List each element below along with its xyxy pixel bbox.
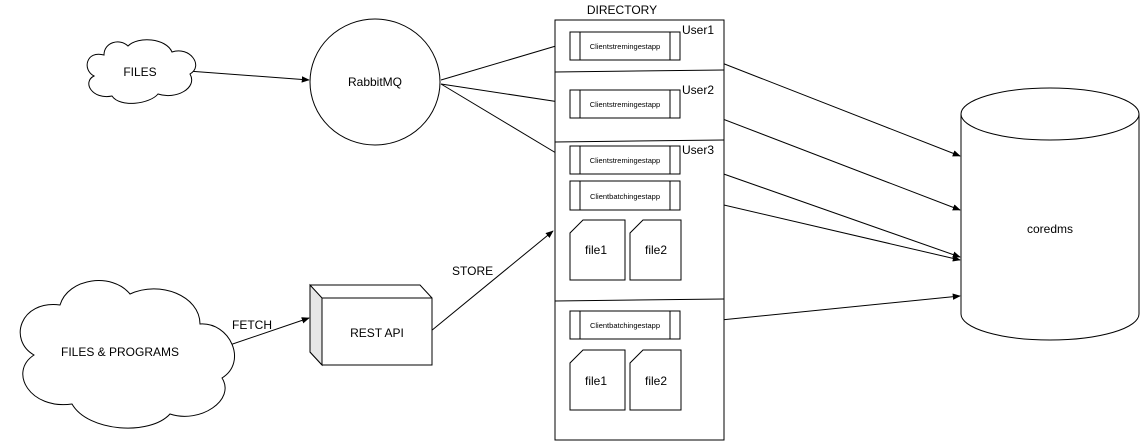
edge-batch2-to-coredms xyxy=(680,293,961,325)
file1-label: file1 xyxy=(585,243,607,257)
file2-doc-b: file2 xyxy=(629,349,682,411)
edge-rabbitmq-to-user2 xyxy=(440,83,567,106)
edge-files-to-rabbitmq xyxy=(187,70,310,83)
files-label: FILES xyxy=(123,65,156,79)
files-cloud: FILES xyxy=(86,39,197,104)
cloud-icon xyxy=(19,280,235,429)
files-programs-label: FILES & PROGRAMS xyxy=(61,345,179,359)
coredms-database: coredms xyxy=(960,87,1140,341)
rabbitmq-label: RabbitMQ xyxy=(348,75,402,89)
edge-app1-to-coredms xyxy=(680,46,961,157)
directory-container: DIRECTORY User1 User2 User3 Clientstremi… xyxy=(554,3,725,441)
rabbitmq-node: RabbitMQ xyxy=(309,18,441,146)
file2-doc-a: file2 xyxy=(629,219,682,281)
file1-doc-b: file1 xyxy=(569,349,626,411)
stream-app-user2: Clientstremingestapp xyxy=(569,89,681,119)
stream-app-label: Clientstremingestapp xyxy=(590,100,660,109)
edge-rabbitmq-to-user3 xyxy=(440,83,567,160)
stream-app-user1: Clientstremingestapp xyxy=(569,31,681,61)
store-label: STORE xyxy=(452,264,493,278)
file1-doc-a: file1 xyxy=(569,219,626,281)
file2-label: file2 xyxy=(645,243,667,257)
edge-app2-to-coredms xyxy=(680,102,961,211)
stream-app-user3: Clientstremingestapp xyxy=(569,145,681,175)
edge-app3-to-coredms xyxy=(680,158,961,258)
batch-app-label: Clientbatchingestapp xyxy=(590,192,660,201)
file2-label: file2 xyxy=(645,374,667,388)
edge-rabbitmq-to-user1 xyxy=(440,41,567,81)
rest-api-node: REST API xyxy=(309,283,433,367)
user2-label: User2 xyxy=(682,83,714,97)
file1-label: file1 xyxy=(585,374,607,388)
user1-label: User1 xyxy=(682,23,714,37)
fetch-label: FETCH xyxy=(232,318,272,332)
edge-store xyxy=(430,230,554,332)
directory-title: DIRECTORY xyxy=(587,3,657,17)
stream-app-label: Clientstremingestapp xyxy=(590,42,660,51)
batch-app-user4: Clientbatchingestapp xyxy=(569,310,681,340)
edge-batch1-to-coredms xyxy=(680,194,961,262)
stream-app-label: Clientstremingestapp xyxy=(590,156,660,165)
coredms-label: coredms xyxy=(1027,222,1073,236)
batch-app-user3: Clientbatchingestapp xyxy=(569,180,681,211)
files-programs-cloud: FILES & PROGRAMS xyxy=(19,280,235,429)
rest-api-label: REST API xyxy=(350,326,404,340)
cloud-icon xyxy=(86,39,197,104)
batch-app-label: Clientbatchingestapp xyxy=(590,321,660,330)
user3-label: User3 xyxy=(682,143,714,157)
